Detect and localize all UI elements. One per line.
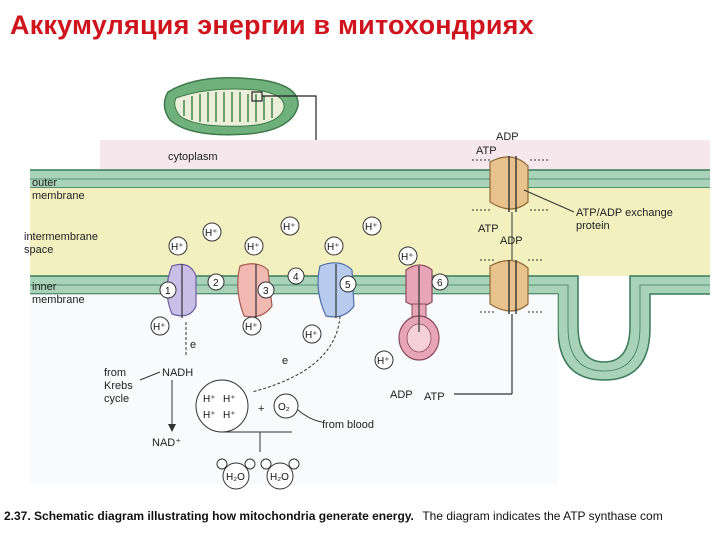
label-cytoplasm: cytoplasm (168, 151, 218, 163)
label-atp-top: ATP (476, 145, 497, 157)
label-o2: O₂ (278, 402, 290, 413)
h-ion: H⁺ (305, 330, 318, 341)
complex-number-3: 3 (263, 286, 269, 297)
complex-number-6: 6 (437, 278, 443, 289)
mitochondria-diagram: cytoplasm outer membrane intermembrane s… (4, 76, 710, 524)
electron-flow: e e (185, 315, 341, 393)
h-cluster: H⁺ H⁺ H⁺ H⁺ (195, 379, 249, 433)
h-ion: H⁺ (205, 228, 218, 239)
complex-5: 5 (317, 262, 357, 318)
h-ions-matrix: H⁺ H⁺ H⁺ H⁺ (150, 316, 394, 370)
h-ion: H⁺ (365, 222, 378, 233)
label-e1: e (190, 339, 196, 351)
h-ion: H⁺ (247, 242, 260, 253)
label-intermembrane-2: space (24, 244, 53, 256)
h-ion: H⁺ (171, 242, 184, 253)
cytoplasm-region (100, 140, 710, 170)
label-intermembrane: intermembrane (24, 231, 98, 243)
o2-molecule: O₂ (273, 393, 299, 419)
exchange-protein-outer (489, 156, 529, 212)
label-outer-membrane-2: membrane (32, 190, 85, 202)
charge-marks (472, 159, 550, 313)
complex-3: 3 (237, 263, 275, 318)
h-ion: H⁺ (203, 410, 216, 421)
label-atp-bottom: ATP (424, 391, 445, 403)
complex-2: 2 (207, 273, 225, 291)
label-adp-bottom: ADP (390, 389, 413, 401)
h-ion: H⁺ (203, 394, 216, 405)
label-from-krebs: from (104, 367, 126, 379)
h-ion: H⁺ (223, 394, 236, 405)
label-exchange-2: protein (576, 220, 610, 232)
h-ions-intermembrane: H⁺ H⁺ H⁺ H⁺ H⁺ H⁺ H⁺ (168, 216, 418, 266)
exchange-protein-inner (489, 259, 529, 314)
exchange-pointer (523, 189, 575, 213)
outer-membrane (30, 169, 710, 189)
caption-normal: The diagram indicates the ATP synthase c… (422, 509, 662, 523)
label-inner-membrane: inner (32, 281, 57, 293)
h-ion: H⁺ (327, 242, 340, 253)
h-ion: H⁺ (283, 222, 296, 233)
h-ion: H⁺ (377, 356, 390, 367)
svg-text:2.37. Schematic diagram illust: 2.37. Schematic diagram illustrating how… (4, 507, 663, 524)
h-ion: H⁺ (153, 322, 166, 333)
label-from-krebs-2: Krebs (104, 380, 133, 392)
complex-4: 4 (287, 267, 305, 285)
caption-bold: 2.37. Schematic diagram illustrating how… (4, 509, 414, 523)
figure-caption: 2.37. Schematic diagram illustrating how… (4, 507, 663, 524)
label-h2o-2: H₂O (270, 472, 289, 483)
label-plus: + (258, 403, 264, 415)
label-exchange: ATP/ADP exchange (576, 207, 673, 219)
matrix-region (30, 294, 558, 484)
h-ion: H⁺ (401, 252, 414, 263)
complex-number-4: 4 (293, 272, 299, 283)
label-h2o-1: H₂O (226, 472, 245, 483)
label-inner-membrane-2: membrane (32, 294, 85, 306)
label-e2: e (282, 355, 288, 367)
atp-synthase: 6 (398, 264, 449, 361)
complex-1: 1 (159, 263, 197, 318)
complex-number-1: 1 (165, 286, 171, 297)
h-ion: H⁺ (245, 322, 258, 333)
label-from-blood: from blood (322, 419, 374, 431)
label-nadh: NADH (162, 367, 193, 379)
label-adp-mid: ADP (500, 235, 523, 247)
complex-number-5: 5 (345, 280, 351, 291)
complex-number-2: 2 (213, 278, 219, 289)
inner-membrane (30, 275, 710, 381)
label-adp-top: ADP (496, 131, 519, 143)
label-outer-membrane: outer (32, 177, 57, 189)
h-ion: H⁺ (223, 410, 236, 421)
water-molecules: H₂O H₂O (216, 458, 300, 490)
label-atp-mid: ATP (478, 223, 499, 235)
label-from-krebs-3: cycle (104, 393, 129, 405)
slide-title: Аккумуляция энергии в митохондриях (10, 10, 534, 40)
label-nad: NAD⁺ (152, 437, 181, 449)
